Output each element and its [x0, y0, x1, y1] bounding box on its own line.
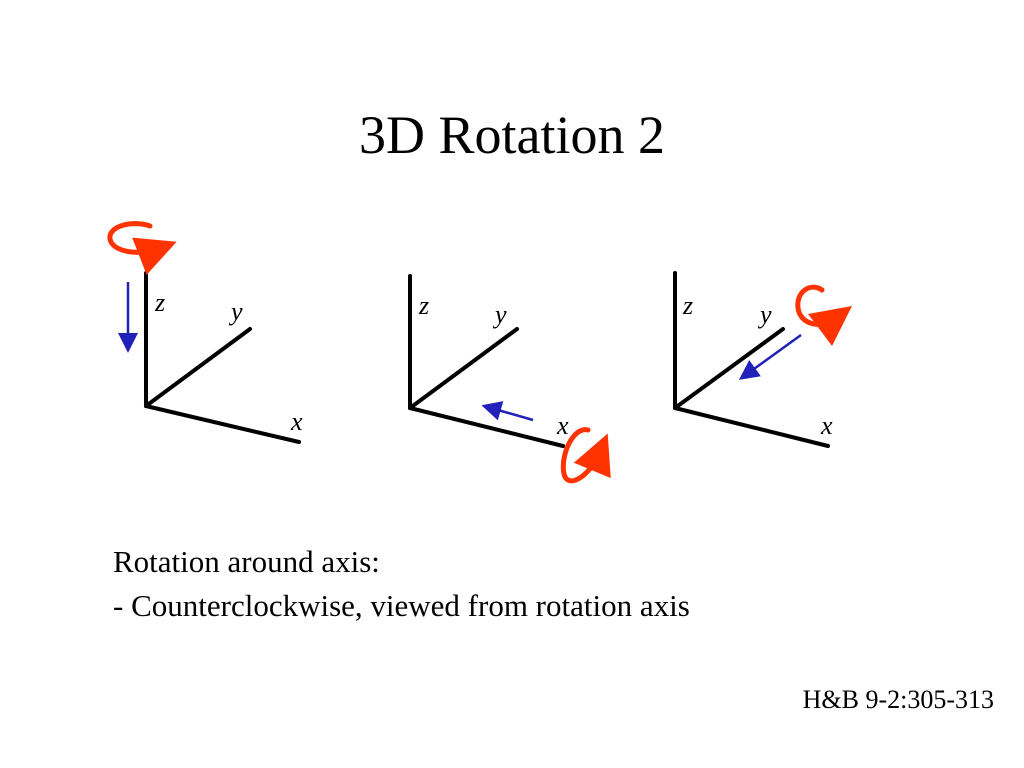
y-axis — [673, 327, 785, 410]
diagram-x-rotation: z y x — [408, 274, 611, 484]
x-axis — [673, 406, 830, 448]
axes — [144, 271, 301, 444]
x-axis-label: x — [820, 411, 833, 440]
diagram-z-rotation: z y x — [107, 221, 303, 444]
x-axis — [144, 404, 301, 444]
z-axis-label: z — [682, 291, 693, 320]
reference-citation: H&B 9-2:305-313 — [802, 685, 994, 714]
body-line: - Counterclockwise, viewed from rotation… — [113, 588, 690, 623]
z-axis-label: z — [154, 288, 165, 317]
x-axis — [408, 406, 565, 448]
rotation-arrow-icon — [560, 427, 611, 484]
rotation-arrow-icon — [795, 284, 853, 346]
y-axis-label: y — [228, 297, 243, 326]
axes — [673, 271, 830, 448]
y-axis-label: y — [492, 300, 507, 329]
y-axis-label: y — [757, 300, 772, 329]
axes — [408, 274, 565, 448]
body-text: Rotation around axis: - Counterclockwise… — [113, 540, 690, 628]
rotation-arrow-icon — [107, 221, 177, 275]
diagram-y-rotation: z y x — [673, 271, 853, 448]
direction-arrow-icon — [481, 401, 534, 422]
y-axis — [408, 327, 519, 410]
x-axis-label: x — [290, 407, 303, 436]
z-axis-label: z — [418, 291, 429, 320]
slide-title: 3D Rotation 2 — [359, 105, 665, 165]
body-line: Rotation around axis: — [113, 544, 380, 579]
y-axis — [144, 327, 252, 408]
x-axis-label: x — [556, 411, 569, 440]
direction-arrow-icon — [738, 333, 802, 380]
